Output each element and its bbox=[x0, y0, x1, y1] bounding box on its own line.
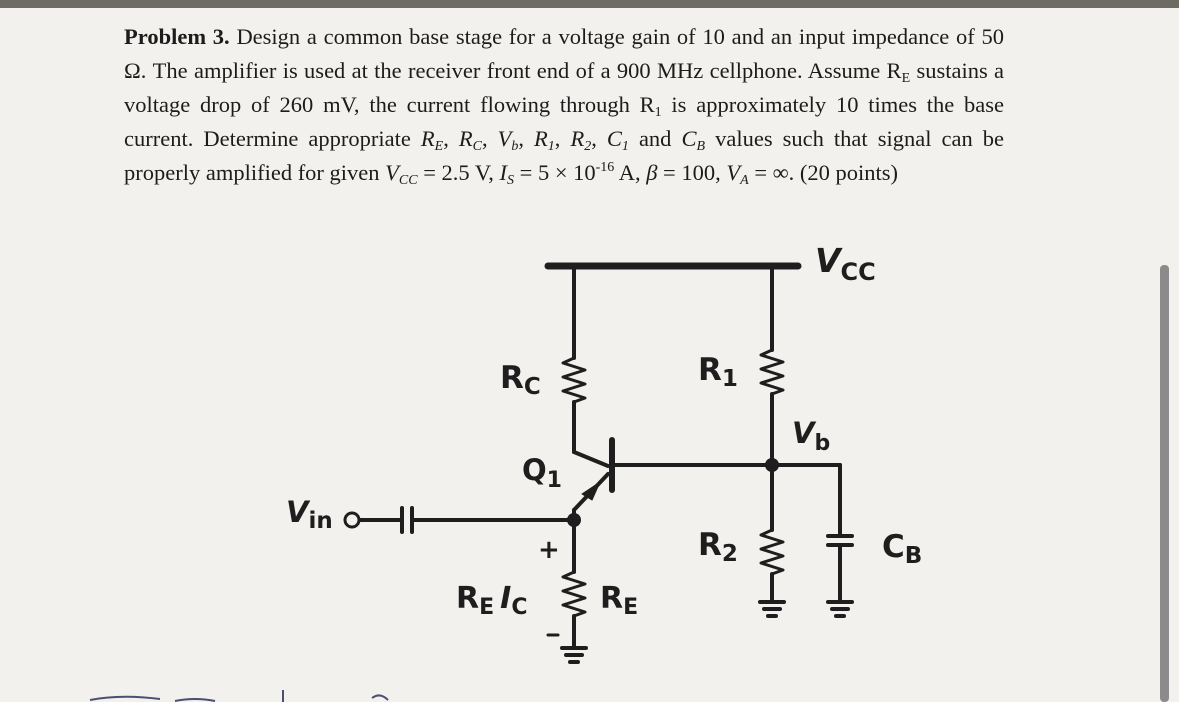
var-r2: R bbox=[570, 126, 585, 151]
var-re: R bbox=[420, 126, 435, 151]
text-and: and bbox=[628, 126, 682, 151]
problem-line-4b: is approximately 10 times the base curre… bbox=[124, 92, 1005, 151]
var-vb: V bbox=[497, 126, 512, 151]
label-vin: Vin bbox=[286, 495, 333, 534]
resistor-r1 bbox=[759, 348, 785, 396]
is-unit: A, bbox=[614, 160, 647, 185]
problem-line-5: values such that signal can be properly … bbox=[124, 126, 1004, 185]
ground-cb bbox=[826, 600, 854, 618]
node-vb bbox=[765, 458, 779, 472]
var-c1: C bbox=[606, 126, 622, 151]
subscript: S bbox=[507, 173, 514, 188]
resistor-rc bbox=[561, 356, 587, 404]
scrollbar[interactable] bbox=[1160, 265, 1169, 702]
subscript: E bbox=[434, 139, 444, 154]
label-re: RE bbox=[600, 581, 638, 620]
subscript: 2 bbox=[584, 139, 592, 154]
label-cb: CB bbox=[882, 529, 922, 569]
va-value: = ∞. (20 points) bbox=[748, 160, 899, 185]
problem-line-4a: R bbox=[639, 92, 655, 117]
input-terminal bbox=[343, 511, 361, 529]
var-rc: R bbox=[458, 126, 473, 151]
subscript: 1 bbox=[621, 139, 629, 154]
resistor-re bbox=[561, 570, 587, 618]
node-emitter bbox=[567, 513, 581, 527]
label-q1: Q1 bbox=[522, 453, 562, 493]
beta-value: = 100, bbox=[657, 160, 727, 185]
label-r2: R2 bbox=[698, 527, 738, 567]
var-va: V bbox=[726, 160, 741, 185]
var-is: I bbox=[499, 160, 508, 185]
exponent: -16 bbox=[595, 160, 615, 175]
is-value: = 5 × 10 bbox=[514, 160, 596, 185]
subscript: 1 bbox=[654, 105, 662, 120]
subscript: E bbox=[901, 71, 911, 86]
label-vb: Vb bbox=[792, 416, 830, 456]
ground-re bbox=[560, 646, 588, 664]
emitter-arrow bbox=[581, 481, 601, 501]
problem-line-3b: sustains a voltage drop of 260 mV, the c… bbox=[124, 58, 1004, 117]
label-r1: R1 bbox=[698, 352, 738, 392]
subscript: B bbox=[696, 139, 706, 154]
var-beta: β bbox=[646, 160, 658, 185]
label-plus: + bbox=[538, 535, 560, 565]
problem-statement: Problem 3. Design a common base stage fo… bbox=[124, 24, 1005, 188]
subscript: b bbox=[511, 139, 519, 154]
subscript: C bbox=[472, 139, 482, 154]
problem-line-1: Design a common base stage for a voltage… bbox=[236, 24, 846, 49]
problem-line-2: impedance of 50 Ω. The amplifier is used… bbox=[124, 24, 1005, 83]
problem-heading: Problem 3. bbox=[124, 24, 230, 49]
resistor-r2 bbox=[759, 528, 785, 576]
label-vcc: VCC bbox=[815, 241, 876, 286]
subscript: CC bbox=[398, 173, 418, 188]
subscript: A bbox=[740, 173, 749, 188]
bottom-edge-marks bbox=[89, 690, 389, 702]
label-rc: RC bbox=[500, 360, 541, 400]
var-r1: R bbox=[534, 126, 548, 151]
var-cb: C bbox=[681, 126, 697, 151]
problem-line-3a: cellphone. Assume R bbox=[709, 58, 902, 83]
vcc-value: = 2.5 V, bbox=[417, 160, 494, 185]
ground-r2 bbox=[758, 600, 786, 618]
collector-lead bbox=[572, 450, 610, 468]
subscript: 1 bbox=[547, 139, 555, 154]
var-vcc: V bbox=[385, 160, 399, 185]
top-edge-band bbox=[0, 0, 1179, 8]
